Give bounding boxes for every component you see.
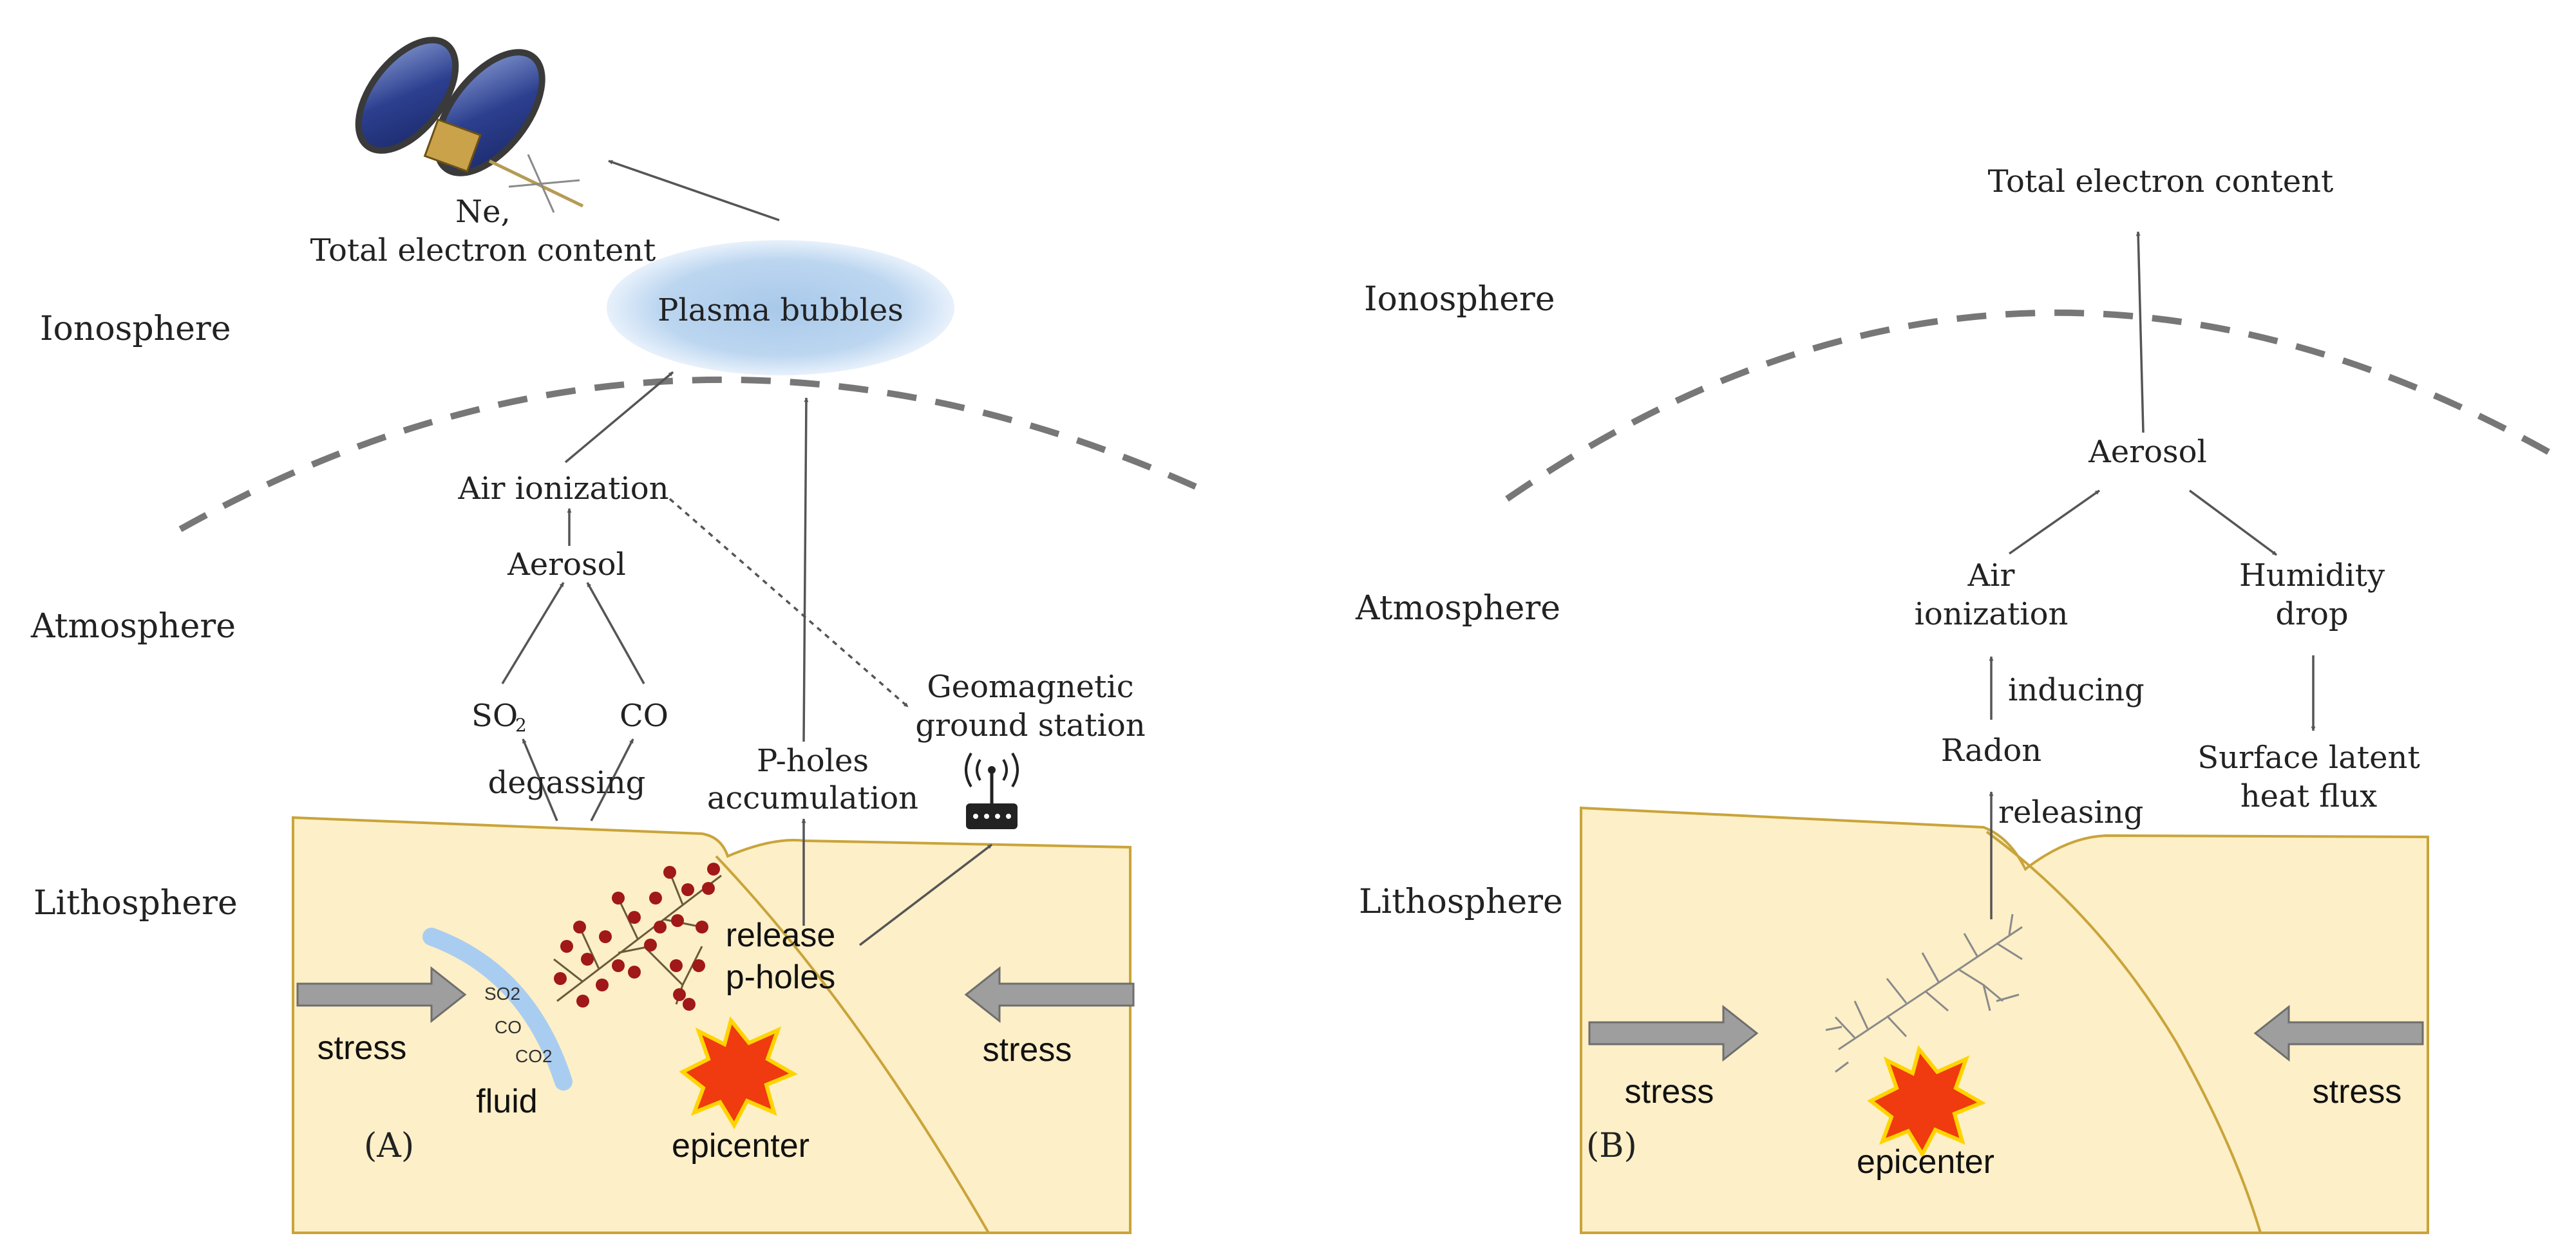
atmosphere-boundary-a [178, 376, 1206, 532]
aerosol-label-b: Aerosol [2088, 434, 2207, 470]
arrow-plasma-to-satellite [608, 160, 780, 221]
layer-atmosphere-b: Atmosphere [1355, 589, 1560, 628]
ground-b [1580, 806, 2429, 1234]
arrow-ionization-to-geomagnetic [668, 498, 909, 708]
ground-a [292, 816, 1132, 1234]
plasma-bubbles-label: Plasma bubbles [658, 292, 904, 328]
arrow-release-to-station [858, 843, 993, 946]
crack-network-b [1825, 914, 2023, 1073]
layer-ionosphere-a: Ionosphere [40, 310, 231, 348]
layer-atmosphere-a: Atmosphere [30, 607, 236, 646]
epicenter-burst-b [1867, 1045, 1986, 1159]
fluid-label: fluid [476, 1083, 537, 1120]
epicenter-label-b: epicenter [1857, 1143, 1994, 1181]
air-ionization-label-a: Air ionization [457, 471, 668, 507]
fluid-chem-co2: CO2 [515, 1046, 553, 1066]
slhf-label1: Surface latent [2197, 740, 2420, 776]
arrow-co-to-aerosol [586, 582, 645, 684]
epicenter-label-a: epicenter [672, 1127, 810, 1165]
panel-label-a: (A) [364, 1127, 414, 1165]
inducing-label: inducing [2008, 672, 2145, 708]
arrow-ionization-to-aerosol [2008, 489, 2101, 555]
degassing-label: degassing [488, 765, 646, 801]
plasma-bubbles-cloud [607, 240, 954, 375]
panel-label-b: (B) [1586, 1127, 1637, 1165]
geomagnetic-station-line1: Geomagnetic [927, 669, 1133, 705]
humidity-drop-label1: Humidity [2239, 558, 2385, 594]
fault-line-a [715, 855, 990, 1234]
arrow-degassing-co [590, 738, 634, 821]
slhf-label2: heat flux [2240, 778, 2377, 814]
stress-label-right-a: stress [983, 1031, 1072, 1069]
aerosol-label-a: Aerosol [507, 547, 626, 583]
tec-label-b: Total electron content [1988, 164, 2334, 200]
panel-b: Ionosphere Atmosphere Lithosphere Total … [1355, 164, 2562, 1234]
air-ionization-label-b1: Air [1967, 558, 2015, 594]
stress-label-right-b: stress [2313, 1073, 2402, 1111]
satellite-label-ne: Ne, [455, 194, 511, 230]
radon-label: Radon [1941, 733, 2041, 769]
releasing-label: releasing [1998, 794, 2143, 830]
panel-a: Ionosphere Atmosphere Lithosphere Ne, To… [30, 37, 1206, 1234]
satellite-icon [355, 37, 584, 213]
release-pholes-line2: p-holes [726, 959, 836, 996]
fault-line-b [1985, 830, 2262, 1233]
air-ionization-label-b2: ionization [1915, 596, 2069, 632]
satellite-label-tec: Total electron content [310, 232, 656, 268]
arrow-degassing-so2 [522, 738, 558, 821]
stress-label-left-b: stress [1625, 1073, 1714, 1111]
stress-arrow-left-a [296, 966, 467, 1024]
pholes-accumulation-line1: P-holes [757, 743, 869, 779]
stress-arrow-right-a [964, 966, 1135, 1024]
antenna-station-icon [965, 752, 1019, 829]
geomagnetic-station-line2: ground station [915, 708, 1145, 744]
arrow-aerosol-to-tec [2136, 231, 2145, 433]
layer-ionosphere-b: Ionosphere [1364, 280, 1555, 319]
epicenter-burst-a [679, 1016, 798, 1130]
pholes-accumulation-line2: accumulation [707, 780, 918, 816]
fluid-chem-so2: SO2 [484, 984, 520, 1004]
stress-label-left-a: stress [317, 1029, 407, 1067]
layer-lithosphere-a: Lithosphere [33, 884, 238, 923]
layer-lithosphere-b: Lithosphere [1359, 883, 1563, 921]
arrow-pholes-to-plasma [802, 397, 809, 742]
svg-text:2: 2 [515, 715, 527, 736]
co-label: CO [620, 698, 668, 734]
release-pholes-line1: release [726, 917, 836, 954]
fluid-channel [422, 928, 573, 1091]
fluid-chem-co: CO [495, 1017, 522, 1037]
atmosphere-boundary-b [1505, 309, 2562, 502]
arrow-so2-to-aerosol [501, 582, 565, 684]
svg-text:SO: SO [471, 698, 518, 734]
stress-arrow-left-b [1588, 1004, 1759, 1062]
p-hole-dots [554, 863, 720, 1011]
stress-arrow-right-b [2253, 1004, 2424, 1062]
humidity-drop-label2: drop [2275, 596, 2348, 632]
arrow-ionization-to-plasma [564, 371, 674, 464]
arrow-aerosol-to-humidity [2188, 489, 2278, 556]
so2-label: SO 2 [471, 698, 527, 736]
